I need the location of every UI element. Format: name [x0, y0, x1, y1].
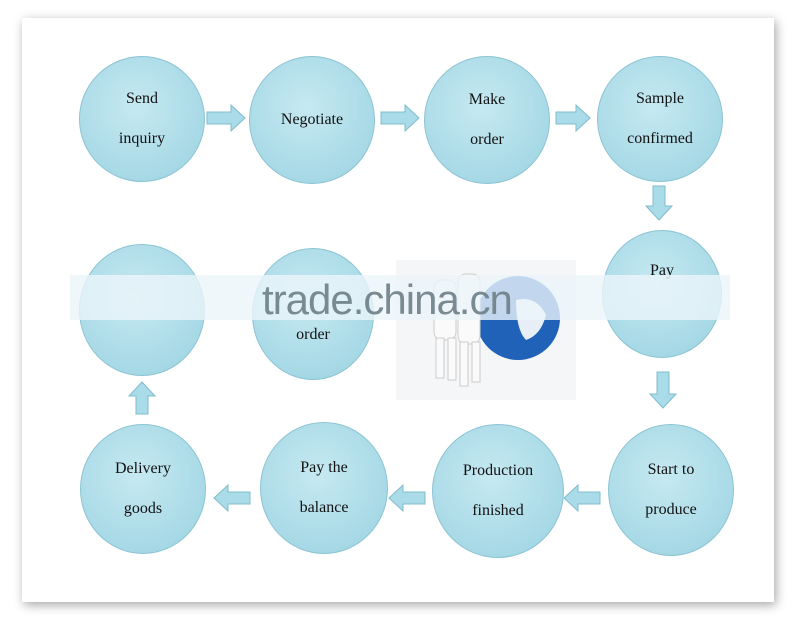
step-label: balance: [299, 499, 349, 516]
step-make-order: Make order: [424, 56, 550, 184]
step-label: order: [296, 326, 330, 343]
step-label: finished: [472, 502, 524, 519]
arrow-down-icon: [644, 185, 674, 221]
step-label: produce: [645, 501, 697, 518]
watermark-band: [70, 275, 730, 320]
step-label: Sample: [636, 90, 684, 107]
step-label: Pay the: [300, 459, 348, 476]
step-label: Make: [468, 91, 506, 108]
step-label: Production: [462, 462, 534, 479]
arrow-left-icon: [388, 483, 426, 513]
step-send-inquiry: Send inquiry: [79, 56, 205, 182]
arrow-left-icon: [213, 483, 251, 513]
step-label: Pay: [650, 262, 674, 279]
step-label: Delivery: [115, 460, 171, 477]
arrow-right-icon: [555, 103, 591, 133]
step-label: Send: [126, 90, 158, 107]
step-label: inquiry: [118, 130, 166, 147]
step-negotiate: Negotiate: [249, 56, 375, 184]
step-label: Negotiate: [280, 111, 344, 128]
step-pay-the-balance: Pay the balance: [260, 422, 388, 554]
arrow-left-icon: [563, 483, 601, 513]
step-production-finished: Production finished: [432, 424, 564, 558]
step-sample-confirmed: Sample confirmed: [597, 56, 723, 182]
arrow-right-icon: [380, 103, 420, 133]
step-label: confirmed: [627, 130, 693, 147]
arrow-down-icon: [648, 371, 678, 409]
step-label: goods: [123, 500, 163, 517]
step-delivery-goods: Delivery goods: [80, 424, 206, 554]
arrow-right-icon: [206, 103, 246, 133]
step-label: order: [470, 131, 504, 148]
arrow-up-icon: [127, 381, 157, 415]
step-label: Start to: [647, 461, 695, 478]
step-start-to-produce: Start to produce: [608, 424, 734, 556]
watermark: trade.china.cn: [262, 276, 513, 323]
